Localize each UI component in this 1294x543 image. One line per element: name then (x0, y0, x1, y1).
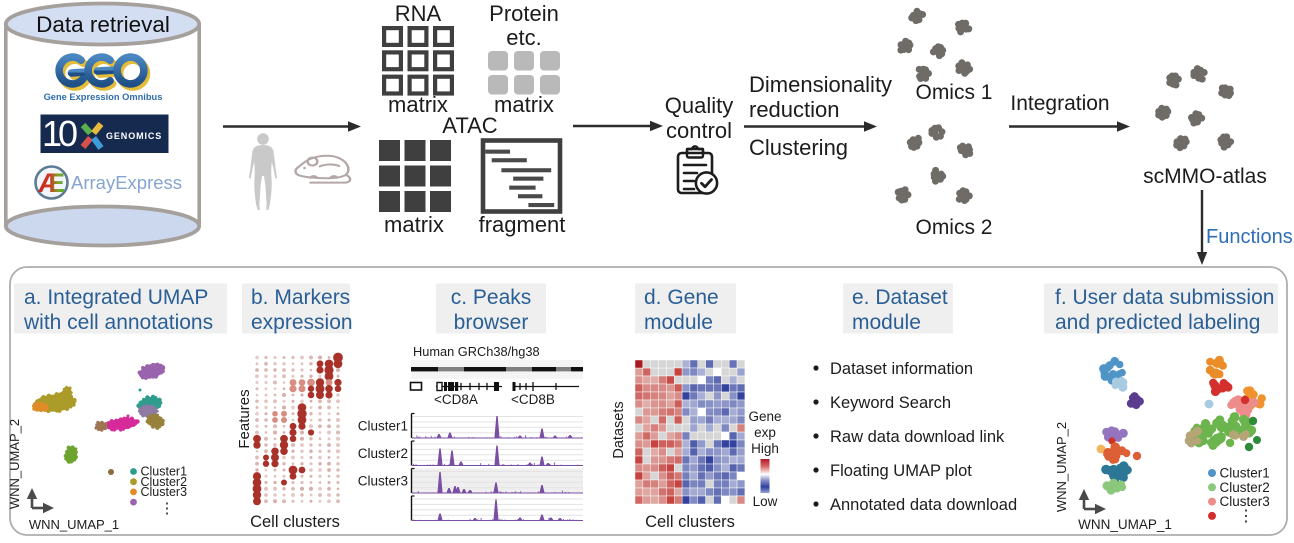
svg-text:expression: expression (251, 311, 353, 334)
svg-text:ArrayExpress: ArrayExpress (71, 172, 182, 193)
svg-text:Floating UMAP plot: Floating UMAP plot (830, 462, 972, 480)
svg-text:matrix: matrix (388, 92, 448, 117)
svg-text:Clustering: Clustering (749, 135, 848, 160)
svg-text:Cell clusters: Cell clusters (645, 513, 735, 531)
svg-text:Omics 1: Omics 1 (915, 81, 992, 104)
svg-text:RNA: RNA (395, 1, 442, 26)
svg-text:Keyword Search: Keyword Search (830, 394, 951, 412)
svg-text:with cell annotations: with cell annotations (23, 311, 213, 334)
svg-text:Cluster1: Cluster1 (358, 419, 408, 434)
svg-text:f. User data submission: f. User data submission (1055, 286, 1274, 309)
svg-text:WNN_UMAP_2: WNN_UMAP_2 (1054, 422, 1069, 512)
svg-text:GENOMICS: GENOMICS (106, 131, 162, 141)
svg-text:Annotated data download: Annotated data download (830, 496, 1017, 514)
svg-text:⋮: ⋮ (1238, 508, 1254, 525)
svg-text:Cell clusters: Cell clusters (250, 513, 340, 531)
svg-text:scMMO-atlas: scMMO-atlas (1143, 165, 1267, 188)
svg-text:e. Dataset: e. Dataset (852, 286, 948, 309)
svg-text:matrix: matrix (494, 92, 554, 117)
svg-text:browser: browser (454, 311, 529, 334)
svg-text:control: control (666, 118, 732, 143)
svg-text:Features: Features (236, 389, 253, 448)
svg-text:10: 10 (42, 113, 78, 154)
svg-text:Cluster2: Cluster2 (358, 446, 408, 461)
svg-text:d. Gene: d. Gene (644, 286, 719, 309)
svg-text:⋮: ⋮ (160, 500, 175, 517)
svg-text:module: module (644, 311, 713, 334)
svg-text:and predicted labeling: and predicted labeling (1055, 311, 1261, 334)
svg-text:Gene Expression Omnibus: Gene Expression Omnibus (44, 92, 163, 102)
svg-text:<CD8A: <CD8A (434, 392, 478, 407)
svg-text:module: module (852, 311, 921, 334)
svg-text:ATAC: ATAC (442, 113, 498, 138)
svg-text:Low: Low (753, 494, 778, 509)
svg-text:a. Integrated UMAP: a. Integrated UMAP (24, 286, 208, 309)
svg-text:Dataset information: Dataset information (830, 360, 973, 378)
svg-text:Cluster2: Cluster2 (1220, 480, 1270, 495)
svg-text:Quality: Quality (665, 93, 733, 118)
svg-text:Human GRCh38/hg38: Human GRCh38/hg38 (413, 344, 540, 359)
svg-text:Functions: Functions (1206, 226, 1293, 248)
svg-text:WNN_UMAP_1: WNN_UMAP_1 (29, 517, 119, 532)
svg-text:Æ: Æ (38, 168, 65, 198)
svg-text:Omics 2: Omics 2 (915, 216, 992, 239)
svg-text:Cluster3: Cluster3 (141, 485, 188, 499)
svg-text:Cluster3: Cluster3 (358, 474, 408, 489)
svg-text:Cluster2: Cluster2 (141, 475, 188, 489)
svg-text:matrix: matrix (384, 212, 444, 237)
svg-text:Cluster1: Cluster1 (1220, 466, 1270, 481)
svg-text:fragment: fragment (479, 212, 566, 237)
svg-text:Cluster3: Cluster3 (1220, 494, 1270, 509)
svg-text:Integration: Integration (1010, 92, 1109, 115)
svg-text:Data retrieval: Data retrieval (36, 12, 170, 37)
svg-text:WNN_UMAP_2: WNN_UMAP_2 (7, 419, 22, 509)
svg-text:WNN_UMAP_1: WNN_UMAP_1 (1078, 517, 1172, 532)
svg-text:Protein: Protein (489, 1, 559, 26)
svg-text:Cluster1: Cluster1 (141, 465, 188, 479)
svg-text:<CD8B: <CD8B (511, 392, 555, 407)
svg-text:Datasets: Datasets (611, 401, 627, 458)
svg-text:b. Markers: b. Markers (251, 286, 350, 309)
svg-text:reduction: reduction (749, 97, 840, 122)
svg-text:Gene: Gene (748, 409, 781, 424)
svg-text:exp: exp (754, 425, 776, 440)
svg-text:c. Peaks: c. Peaks (451, 286, 532, 309)
svg-text:Raw data download link: Raw data download link (830, 428, 1005, 446)
svg-text:Dimensionality: Dimensionality (749, 72, 892, 97)
svg-text:etc.: etc. (506, 25, 541, 50)
svg-text:High: High (751, 441, 779, 456)
